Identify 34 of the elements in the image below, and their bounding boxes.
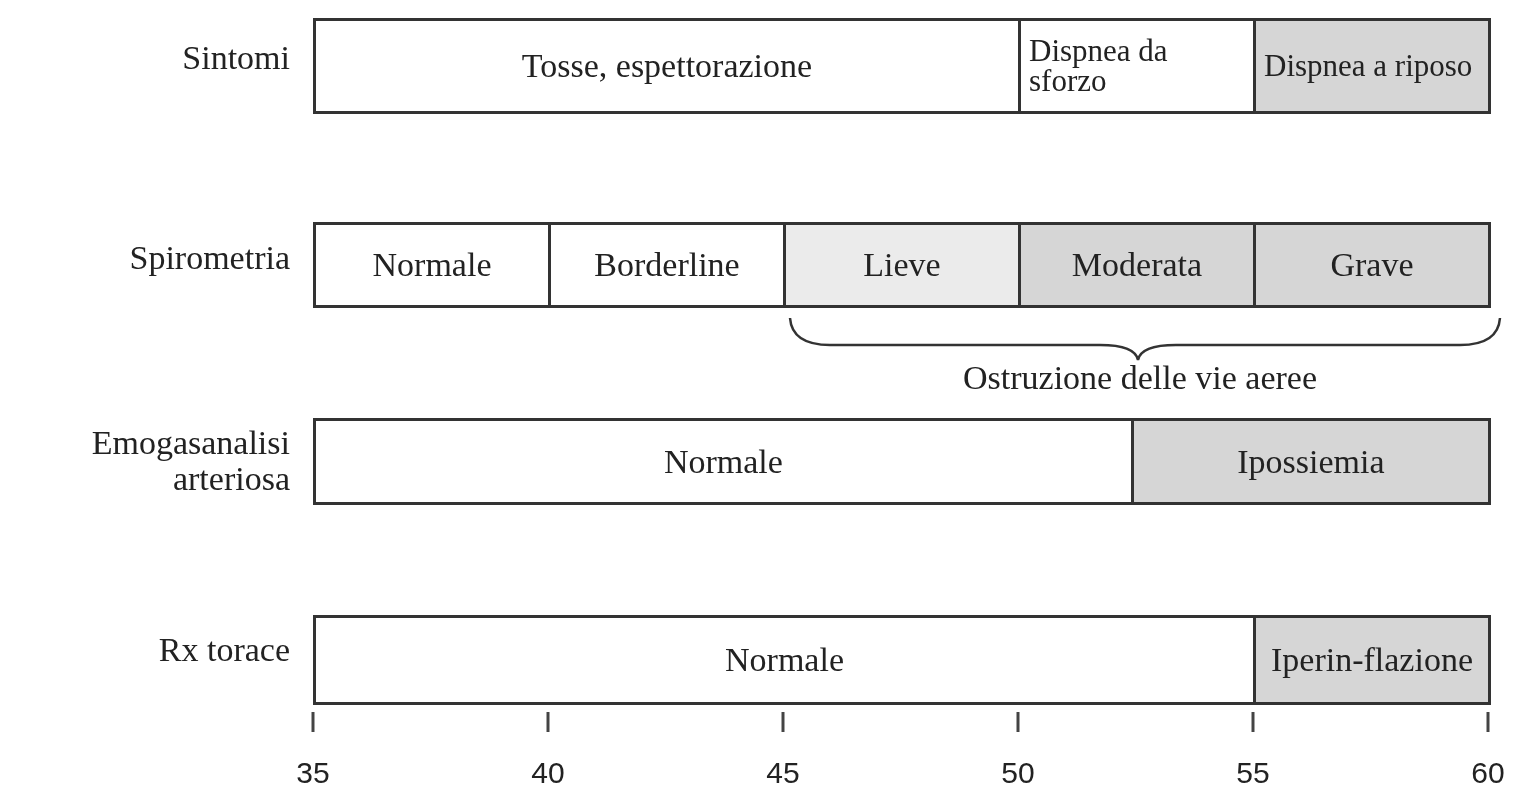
bar-segment bbox=[313, 222, 551, 308]
bar-segment bbox=[548, 222, 786, 308]
segment-label: Ipossiemia bbox=[1237, 443, 1385, 480]
row-label: Sintomi bbox=[181, 40, 290, 76]
segment-label: Normale bbox=[725, 642, 844, 678]
axis-value: 35 bbox=[295, 755, 331, 791]
bar-segment bbox=[1253, 18, 1491, 114]
bar-segment bbox=[783, 222, 1021, 308]
bar-segment bbox=[1253, 222, 1491, 308]
row-label: Rx torace bbox=[157, 632, 290, 668]
segment-label: Grave bbox=[1330, 247, 1414, 283]
segment-label: Lieve bbox=[863, 247, 941, 283]
segment-label: Dispnea da sforzo bbox=[1029, 36, 1169, 96]
brace-label: Ostruzione delle vie aeree bbox=[962, 360, 1318, 396]
axis-value: 60 bbox=[1470, 755, 1506, 791]
axis-value: 45 bbox=[765, 755, 801, 791]
bar-segment bbox=[1253, 615, 1491, 705]
segment-label: Moderata bbox=[1071, 247, 1203, 283]
row-label: Spirometria bbox=[128, 240, 290, 276]
segment-label: Borderline bbox=[594, 247, 740, 283]
axis-value: 50 bbox=[1000, 755, 1036, 791]
bar-segment bbox=[313, 18, 1021, 114]
axis-value: 40 bbox=[530, 755, 566, 791]
bar-segment bbox=[1018, 18, 1256, 114]
segment-label: Dispnea a riposo bbox=[1264, 51, 1473, 81]
axis-value: 55 bbox=[1235, 755, 1271, 791]
segment-label: Normale bbox=[663, 443, 783, 480]
segment-label: Normale bbox=[372, 247, 492, 283]
row-label: Emogasanalisi arteriosa bbox=[90, 425, 290, 497]
bar-segment bbox=[313, 615, 1256, 705]
bar-segment bbox=[313, 418, 1134, 505]
segment-label: Iperin-flazione bbox=[1271, 642, 1473, 678]
segment-label: Tosse, espettorazione bbox=[521, 48, 813, 84]
bar-segment bbox=[1018, 222, 1256, 308]
